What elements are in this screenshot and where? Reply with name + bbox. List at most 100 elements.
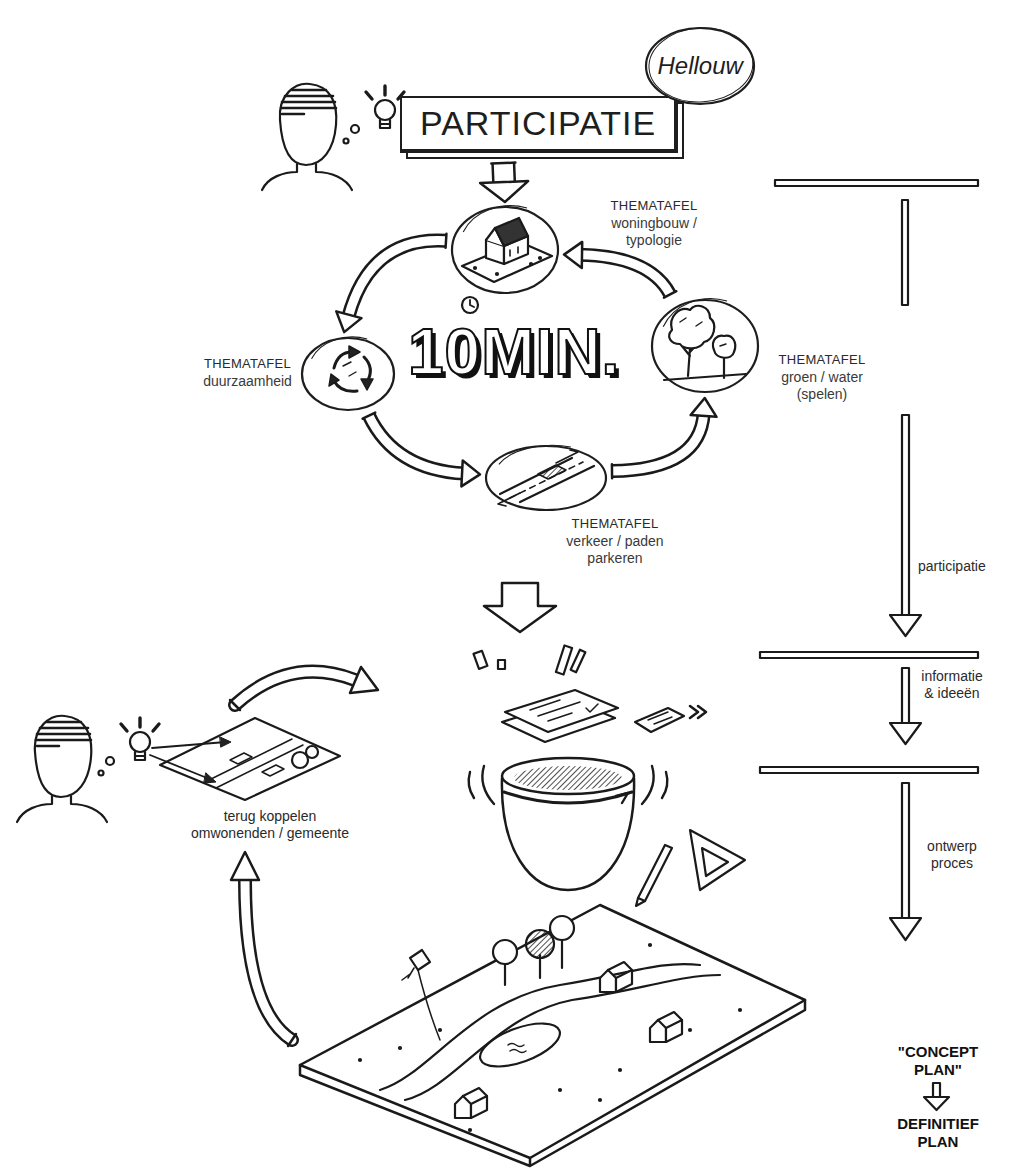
site-map [152,742,226,748]
table-topic: duurzaamheid [200,373,295,390]
clock-icon [470,300,474,307]
house-icon [650,1020,666,1042]
process-timeline [760,767,978,773]
landscape-model [475,1015,566,1076]
house-icon [666,1020,682,1042]
arrow-tail [664,291,676,297]
landscape-model [405,975,720,1100]
house-icon [608,962,632,970]
person-figure [344,139,349,144]
recycle-icon [349,346,360,358]
paper-bits [474,645,706,742]
person-figure [380,120,390,128]
landscape-model [300,905,805,1166]
table-outline [486,446,606,510]
phase-label: informatie & ideeën [915,668,989,702]
road-icon [556,450,578,463]
paper-bits [690,706,706,718]
process-timeline [902,783,909,918]
arrow-tail [444,234,447,248]
phase-label: participatie [918,558,986,575]
table-topic: verkeer / paden parkeren [560,533,670,567]
title-bubble: Hellouw [644,26,756,106]
landscape-model [689,1029,691,1031]
clock-icon [462,297,478,313]
process-timeline [760,180,978,1110]
paper-bits [648,712,672,724]
landscape-model [300,905,805,1158]
process-timeline [924,1097,949,1110]
house-icon [530,263,532,265]
table-caption: THEMATAFELwoningbouw / typologie [594,198,714,248]
landscape-model [469,1129,471,1131]
house-icon [496,273,498,275]
paper-bits [635,708,684,732]
drawing-tools [636,830,745,906]
title-text: PARTICIPATIE [420,104,656,143]
landscape-model [493,940,517,964]
person-figure [375,100,395,120]
feedback-arrow [235,672,355,705]
landscape-model [739,1009,741,1011]
table-outline [450,205,560,295]
block-arrow [484,583,556,632]
table-topic: woningbouw / typologie [594,215,714,249]
landscape-model [380,964,700,1090]
house-icon [650,1012,682,1042]
arrow-head [336,311,361,332]
duration-label: 10MIN. [408,320,620,384]
tree-icon [713,336,735,358]
sketch-lines [17,84,978,1166]
house-icon [616,970,632,992]
site-map [204,773,216,783]
feedback-arrow [350,667,378,693]
landscape-model [599,1099,601,1101]
landscape-model [508,1044,526,1053]
site-map [306,746,318,758]
table-outline [302,338,394,410]
house-icon [463,1088,487,1096]
house-icon [658,1012,682,1020]
landscape-model [550,916,574,940]
site-map [205,739,303,788]
cycle-arrow [564,242,676,298]
cycle-arrow [336,234,446,332]
theme-table: THEMATAFELverkeer / paden parkeren [484,444,608,512]
recycle-icon [329,346,373,391]
thinking-head [642,766,667,804]
landscape-model [399,1047,401,1049]
arrow-outline [348,241,446,318]
plan-stage: "CONCEPT PLAN" [888,1043,988,1079]
arrow-tail [363,413,376,419]
feedback-arrow [245,880,292,1040]
site-map [160,718,340,800]
arrow-head [461,461,480,487]
table-heading: THEMATAFEL [772,352,872,369]
landscape-model [559,1089,561,1091]
table-heading: THEMATAFEL [560,516,670,533]
landscape-model [402,968,440,1040]
person-figure [280,84,336,165]
clock-icon [462,297,478,313]
road-icon [510,462,583,498]
house-icon [474,267,476,269]
paper-bits [498,660,505,669]
bubble-outline [646,28,754,104]
person-figure [351,125,359,133]
house-icon [539,257,541,259]
thinking-head [616,793,628,803]
house-icon [455,1096,471,1118]
paper-bits [505,690,618,732]
table-heading: THEMATAFEL [200,356,295,373]
recycle-icon [343,362,356,376]
cycle-arrow [612,398,717,478]
arrow-tail [611,464,614,478]
table-topic: groen / water (spelen) [772,369,872,403]
road-icon [538,465,566,479]
arrow-head [564,242,582,268]
table-outline [463,206,527,232]
plan-stage: DEFINITIEF PLAN [888,1115,988,1151]
title-box: PARTICIPATIE [400,96,678,153]
house-icon [495,218,528,246]
